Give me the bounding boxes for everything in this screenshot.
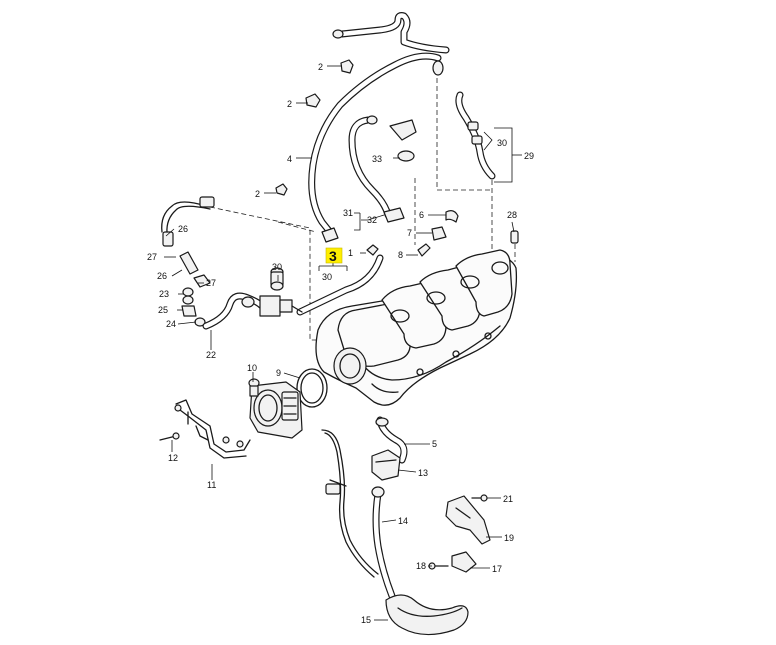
callout-12: 12 bbox=[168, 453, 178, 463]
callout-27: 28 bbox=[507, 210, 517, 220]
intake-manifold bbox=[315, 249, 518, 406]
throttle-body bbox=[248, 368, 328, 439]
lower-hoses bbox=[371, 416, 469, 636]
callout-10: 10 bbox=[247, 363, 257, 373]
callout-15: 15 bbox=[361, 615, 371, 625]
callout-31: 31 bbox=[343, 208, 353, 218]
callout-19: 21 bbox=[503, 494, 513, 504]
callout-7: 7 bbox=[407, 228, 412, 238]
sensor-wires bbox=[321, 429, 379, 578]
callout-24: 26 bbox=[157, 271, 167, 281]
vacuum-hose-31 bbox=[348, 115, 392, 219]
vacuum-line-30 bbox=[296, 254, 384, 316]
callout-22: 23 bbox=[159, 289, 169, 299]
callout-4: 4 bbox=[287, 154, 292, 164]
callout-2: 2 bbox=[255, 189, 260, 199]
callout-32: 32 bbox=[367, 215, 377, 225]
callout-30: 30 bbox=[322, 272, 332, 282]
bracket-11 bbox=[159, 399, 251, 459]
callout-29: 30 bbox=[497, 138, 507, 148]
callout-8: 8 bbox=[398, 250, 403, 260]
callout-26: 27 bbox=[147, 252, 157, 262]
callout-5: 5 bbox=[432, 439, 437, 449]
callout-3-highlighted: 3 bbox=[329, 248, 337, 264]
callout-23: 25 bbox=[158, 305, 168, 315]
callout-9: 9 bbox=[276, 368, 281, 378]
callout-33: 33 bbox=[372, 154, 382, 164]
hose-28-assembly bbox=[455, 91, 496, 180]
callout-11: 11 bbox=[207, 480, 216, 490]
callout-16: 17 bbox=[492, 564, 502, 574]
highlight-box bbox=[325, 247, 343, 264]
callouts: 2 2 2 4 31 32 33 30 29 28 6 7 8 1 3 30 3… bbox=[147, 62, 534, 625]
callout-28: 29 bbox=[524, 151, 534, 161]
callout-2: 2 bbox=[287, 99, 292, 109]
callout-18: 19 bbox=[504, 533, 514, 543]
callout-14: 14 bbox=[398, 516, 408, 526]
callout-21: 22 bbox=[206, 350, 216, 360]
brackets-16-19 bbox=[428, 494, 491, 573]
callout-30: 30 bbox=[272, 262, 282, 272]
top-hose-loop bbox=[332, 12, 450, 76]
callout-26: 27 bbox=[206, 278, 216, 288]
callout-17: 18 bbox=[416, 561, 426, 571]
callout-13: 13 bbox=[418, 468, 428, 478]
callout-22: 24 bbox=[166, 319, 176, 329]
callout-1: 1 bbox=[348, 248, 353, 258]
clip-parts bbox=[275, 59, 519, 257]
callout-6: 6 bbox=[419, 210, 424, 220]
leader-lines bbox=[164, 65, 522, 621]
callout-25: 26 bbox=[178, 224, 188, 234]
vacuum-hose-4 bbox=[308, 52, 442, 236]
left-hose-assembly bbox=[161, 196, 303, 330]
callout-2: 2 bbox=[318, 62, 323, 72]
